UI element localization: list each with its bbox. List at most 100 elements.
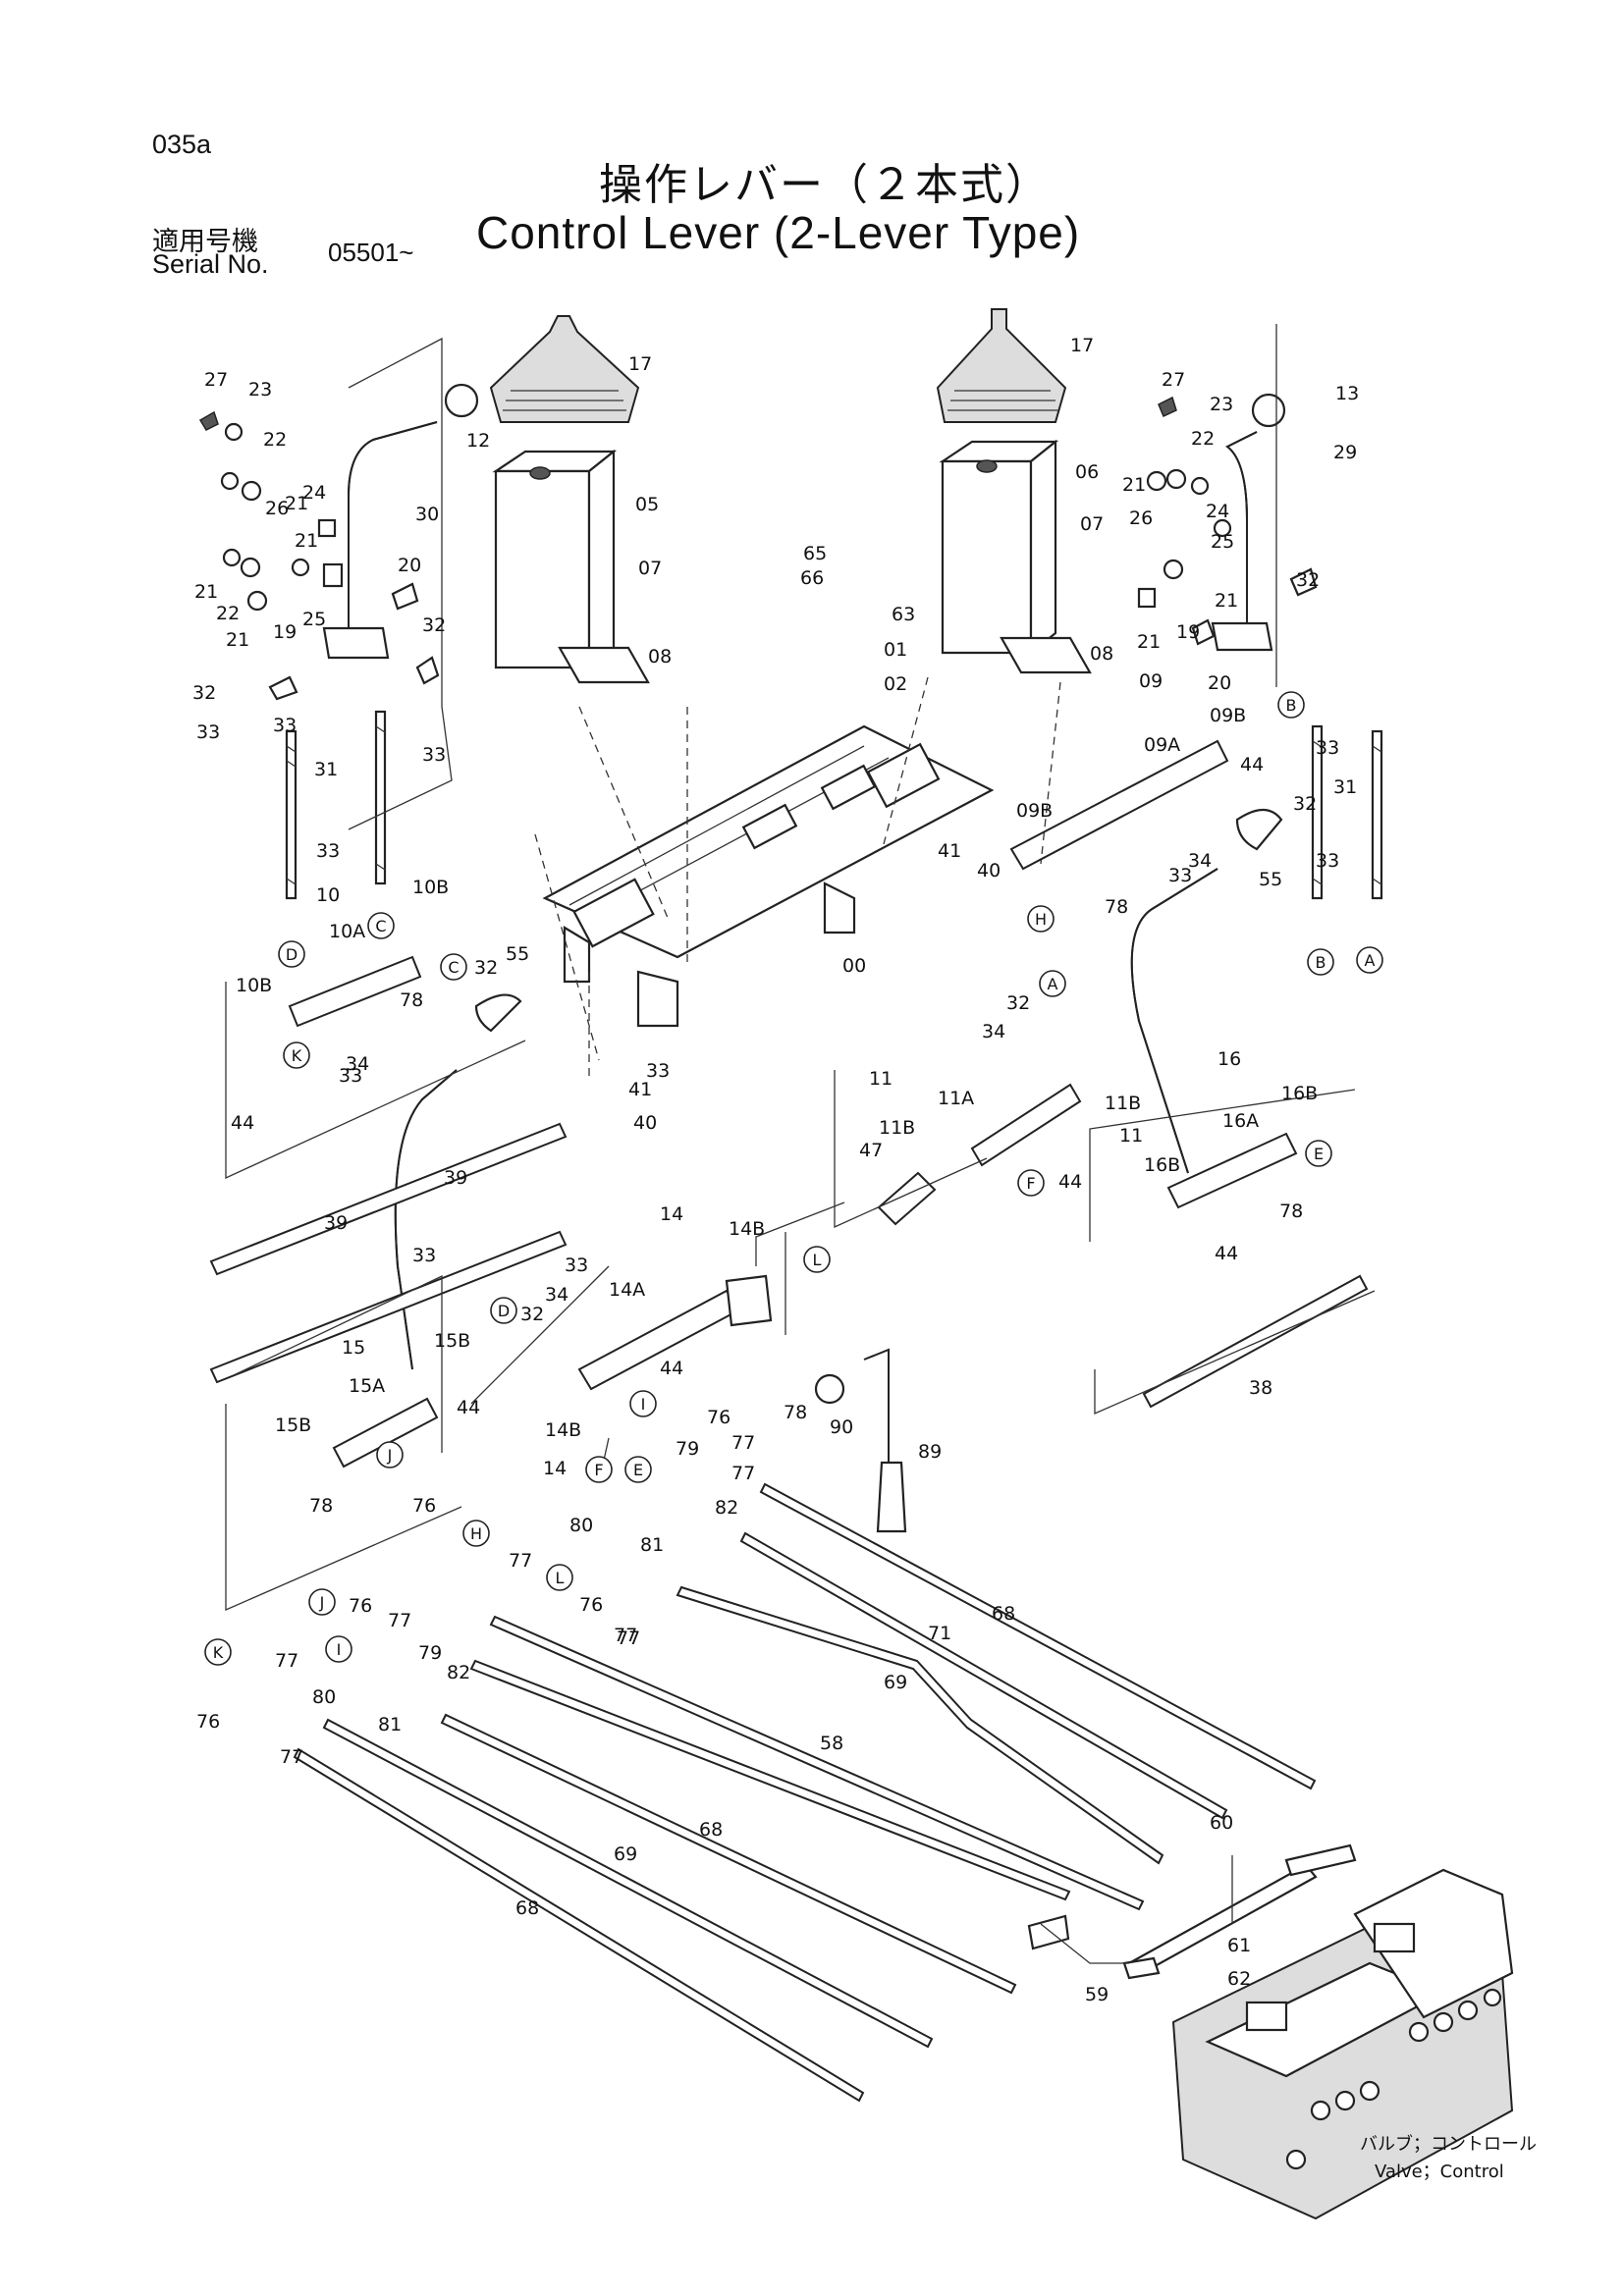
part-number-21: 21 (1215, 590, 1238, 612)
part-number-79: 79 (418, 1642, 442, 1664)
svg-text:B: B (1286, 696, 1297, 715)
part-number-21: 21 (194, 581, 218, 603)
svg-text:I: I (337, 1640, 342, 1659)
part-number-76: 76 (579, 1594, 603, 1616)
part-number-76: 76 (349, 1595, 372, 1617)
rod-39 (209, 1122, 568, 1384)
connection-marker-i: I (325, 1635, 352, 1663)
connection-marker-d: D (278, 940, 305, 968)
part-number-10: 10 (316, 884, 340, 906)
part-number-14b: 14B (545, 1419, 581, 1441)
part-number-55: 55 (506, 943, 529, 965)
part-number-61: 61 (1227, 1935, 1251, 1956)
part-number-14b: 14B (729, 1218, 765, 1240)
part-number-08: 08 (1090, 643, 1113, 665)
connection-marker-h: H (1027, 905, 1055, 933)
part-number-66: 66 (800, 567, 824, 589)
part-number-20: 20 (398, 555, 421, 576)
part-number-16b: 16B (1144, 1154, 1180, 1176)
svg-text:K: K (292, 1046, 302, 1065)
part-number-11b: 11B (879, 1117, 915, 1139)
part-number-33: 33 (422, 744, 446, 766)
shaft-09 (1009, 739, 1229, 871)
svg-text:C: C (375, 917, 386, 935)
connection-marker-b: B (1307, 948, 1334, 976)
part-number-77: 77 (731, 1432, 755, 1454)
part-number-31: 31 (1333, 776, 1357, 798)
part-number-44: 44 (660, 1358, 683, 1379)
part-number-90: 90 (830, 1416, 853, 1438)
part-number-69: 69 (614, 1843, 637, 1865)
connection-marker-a: A (1039, 970, 1066, 997)
svg-text:I: I (641, 1395, 646, 1414)
part-number-33: 33 (412, 1245, 436, 1266)
part-number-59: 59 (1085, 1984, 1109, 2005)
part-number-08: 08 (648, 646, 672, 667)
part-number-07: 07 (1080, 513, 1104, 535)
shaft-14 (577, 1274, 773, 1391)
part-number-77: 77 (280, 1746, 303, 1768)
lever-89 (814, 1348, 907, 1533)
part-number-33: 33 (1168, 865, 1192, 886)
part-number-58: 58 (820, 1733, 843, 1754)
part-number-15b: 15B (434, 1330, 470, 1352)
part-number-32: 32 (520, 1304, 544, 1325)
valve-label-japanese: バルブ；コントロール (1360, 2133, 1537, 2155)
part-number-44: 44 (1058, 1171, 1082, 1193)
part-number-41: 41 (938, 840, 961, 862)
part-number-80: 80 (569, 1515, 593, 1536)
part-number-27: 27 (1162, 369, 1185, 391)
part-number-34: 34 (545, 1284, 568, 1306)
svg-text:F: F (1026, 1174, 1035, 1193)
part-number-32: 32 (1296, 569, 1320, 591)
part-number-41: 41 (628, 1079, 652, 1100)
part-number-89: 89 (918, 1441, 942, 1463)
part-number-24: 24 (302, 482, 326, 504)
part-number-33: 33 (646, 1060, 670, 1082)
part-number-80: 80 (312, 1686, 336, 1708)
part-number-40: 40 (977, 860, 1001, 881)
part-number-39: 39 (324, 1212, 348, 1234)
right-hardware-cluster (1137, 396, 1318, 646)
connection-marker-c: C (367, 912, 395, 939)
part-number-33: 33 (339, 1065, 362, 1087)
shaft-16 (1166, 1132, 1298, 1209)
right-lever-arm-55 (1130, 808, 1283, 1174)
svg-text:L: L (813, 1251, 822, 1269)
serial-label-japanese: 適用号機 (152, 227, 258, 257)
left-lever-arm-55 (394, 993, 522, 1370)
svg-text:J: J (319, 1593, 325, 1612)
part-number-21: 21 (226, 629, 249, 651)
right-lever-housing (939, 439, 1092, 674)
part-number-39: 39 (444, 1167, 467, 1189)
part-number-14: 14 (543, 1458, 567, 1479)
part-number-31: 31 (314, 759, 338, 780)
part-number-78: 78 (784, 1402, 807, 1423)
svg-text:K: K (213, 1643, 224, 1662)
part-number-00: 00 (842, 955, 866, 977)
part-number-26: 26 (265, 498, 289, 519)
part-number-32: 32 (474, 957, 498, 979)
part-number-30: 30 (415, 504, 439, 525)
connection-marker-e: E (624, 1456, 652, 1483)
part-number-79: 79 (676, 1438, 699, 1460)
part-number-09a: 09A (1144, 734, 1180, 756)
part-number-11: 11 (869, 1068, 893, 1090)
part-number-06: 06 (1075, 461, 1099, 483)
part-number-33: 33 (273, 715, 297, 736)
connection-marker-f: F (1017, 1169, 1045, 1197)
part-number-76: 76 (707, 1407, 730, 1428)
part-number-34: 34 (1188, 850, 1212, 872)
serial-value: 05501~ (328, 238, 414, 267)
part-number-15a: 15A (349, 1375, 385, 1397)
part-number-21: 21 (295, 530, 318, 552)
right-tie-rods (1311, 724, 1383, 900)
part-number-25: 25 (302, 609, 326, 630)
part-number-68: 68 (992, 1603, 1015, 1625)
part-number-81: 81 (640, 1534, 664, 1556)
part-number-78: 78 (1105, 896, 1128, 918)
svg-text:A: A (1365, 951, 1376, 970)
part-number-78: 78 (400, 989, 423, 1011)
part-number-26: 26 (1129, 507, 1153, 529)
right-lever-boot (936, 308, 1067, 423)
